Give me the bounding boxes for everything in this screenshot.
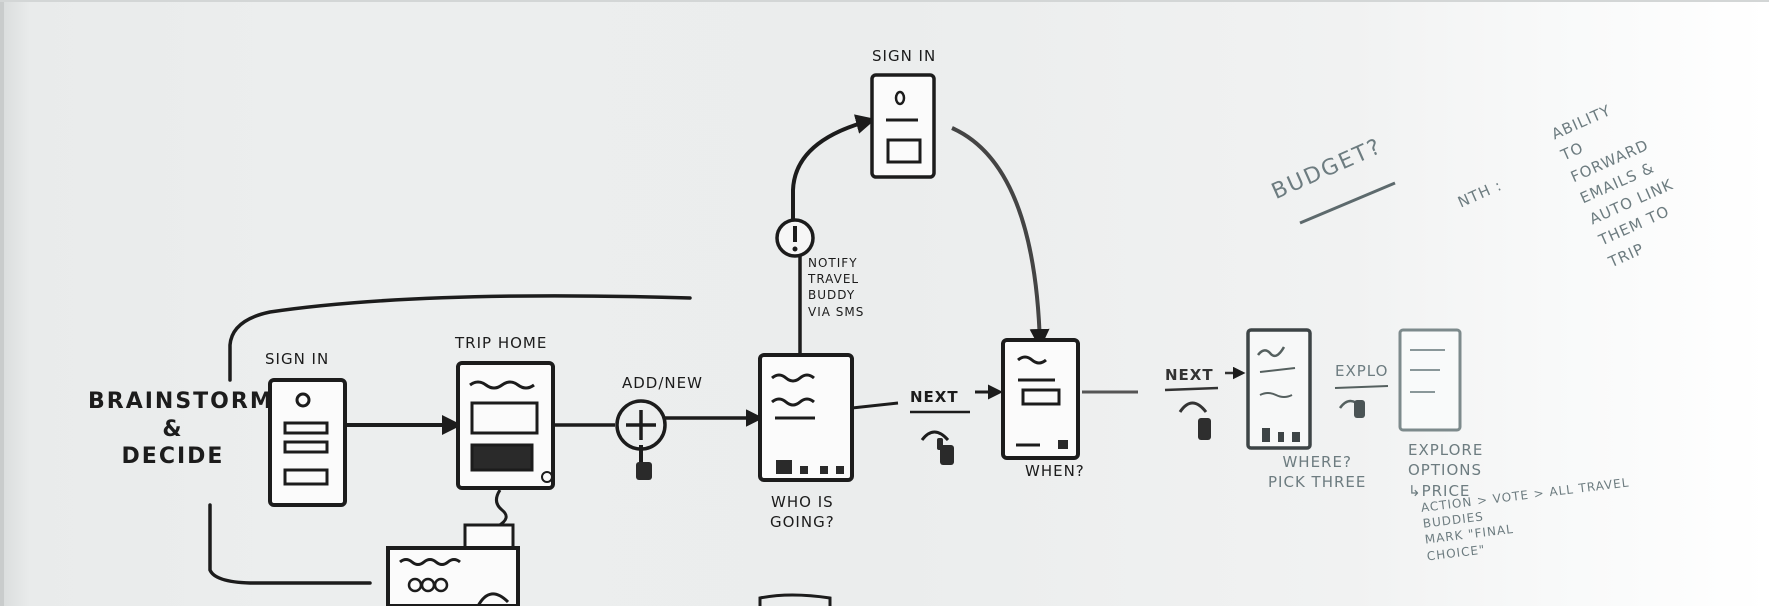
tap-hand-icon-explore bbox=[1340, 400, 1365, 418]
screen-who-is-going bbox=[760, 355, 852, 480]
arrow-notify-to-sign-in bbox=[793, 120, 872, 220]
tap-hand-icon-next-2 bbox=[1180, 403, 1211, 440]
explore-label: EXPLO bbox=[1335, 362, 1388, 380]
notify-alert-icon bbox=[777, 220, 813, 256]
screen-who-is-going-label: WHO IS GOING? bbox=[770, 492, 835, 533]
next-label-2: NEXT bbox=[1165, 366, 1214, 384]
screen-explore-options-label: EXPLORE OPTIONS ↳PRICE bbox=[1408, 440, 1483, 501]
next-label-1: NEXT bbox=[910, 388, 959, 406]
screen-explore-options bbox=[1400, 330, 1460, 430]
notify-label: NOTIFY TRAVEL BUDDY VIA SMS bbox=[808, 255, 864, 320]
arrow-sign-in-to-when bbox=[952, 128, 1040, 345]
add-new-label: ADD/NEW bbox=[622, 374, 703, 392]
whiteboard-frame-bottom bbox=[0, 606, 1769, 616]
screen-sign-in-2-label: SIGN IN bbox=[872, 47, 936, 65]
add-new-icon bbox=[617, 401, 665, 449]
budget-underline bbox=[1300, 183, 1395, 223]
screen-sign-in-1 bbox=[270, 380, 345, 505]
screen-where bbox=[1248, 330, 1310, 448]
screen-sign-in-2 bbox=[872, 75, 934, 177]
screen-when-label: WHEN? bbox=[1025, 462, 1085, 480]
screen-trip-home-label: TRIP HOME bbox=[455, 334, 547, 352]
screen-sign-in-1-label: SIGN IN bbox=[265, 350, 329, 368]
tap-hand-icon-next-1 bbox=[922, 432, 954, 465]
screen-trip-home bbox=[458, 363, 553, 488]
screen-when bbox=[1003, 340, 1078, 458]
trip-home-link-down bbox=[496, 490, 506, 526]
screen-where-label: WHERE? PICK THREE bbox=[1268, 452, 1366, 493]
line-who-to-next bbox=[852, 403, 898, 408]
brainstorm-bracket-bottom bbox=[210, 505, 370, 583]
screen-partial-bottom bbox=[760, 595, 830, 606]
brainstorm-decide-label: BRAINSTORM & DECIDE bbox=[88, 388, 258, 471]
